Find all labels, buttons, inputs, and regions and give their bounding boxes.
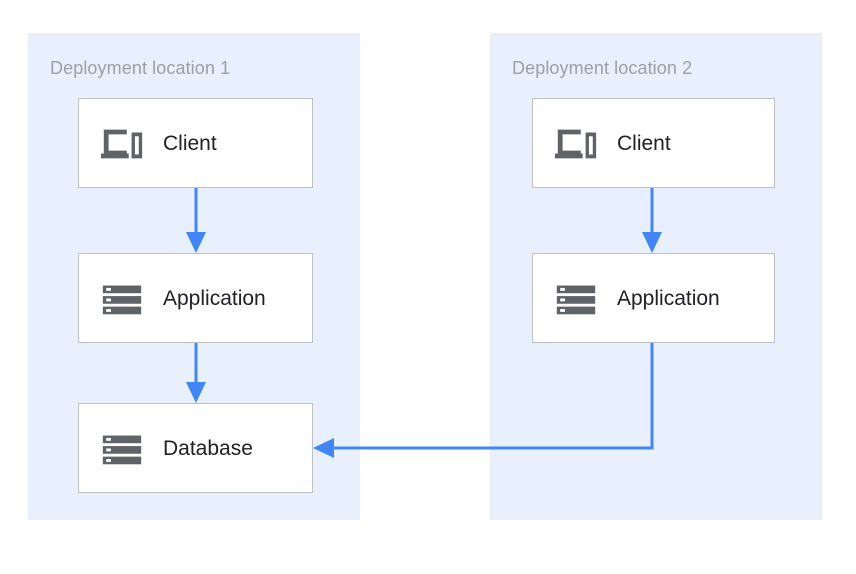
node-label-database-1: Database [163,436,253,460]
devices-icon [100,129,143,159]
node-label-application-2: Application [617,286,720,310]
zone-label-deployment-location-1: Deployment location 1 [50,58,231,78]
devices-icon [554,129,597,159]
node-label-client-1: Client [163,131,217,155]
node-label-client-2: Client [617,131,671,155]
server-icon [102,435,142,465]
node-application-1[interactable]: Application [78,253,313,343]
node-client-1[interactable]: Client [78,98,313,188]
server-icon [102,285,142,315]
node-label-application-1: Application [163,286,266,310]
node-client-2[interactable]: Client [532,98,775,188]
server-icon [556,285,596,315]
node-application-2[interactable]: Application [532,253,775,343]
node-database-1[interactable]: Database [78,403,313,493]
zone-label-deployment-location-2: Deployment location 2 [512,58,693,78]
